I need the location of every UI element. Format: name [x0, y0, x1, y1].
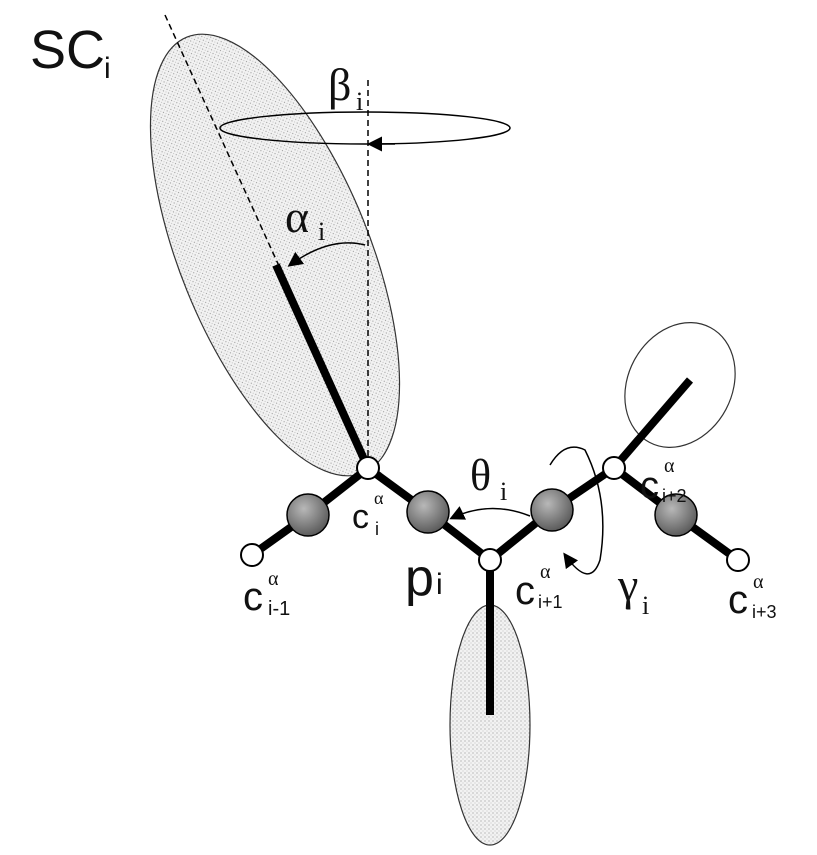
calpha-bead-i-minus-1 [240, 543, 264, 567]
label-beta: β i [328, 59, 363, 116]
svg-text:i: i [375, 519, 379, 539]
calpha-bead-i-plus-3 [726, 548, 750, 572]
beta-rotation-ellipse [219, 111, 511, 145]
svg-text:α: α [753, 571, 764, 593]
svg-text:c: c [515, 569, 535, 613]
theta-arc [449, 506, 531, 520]
label-gamma: γ i [617, 559, 649, 620]
calpha-bead-i-plus-1 [478, 548, 502, 572]
gamma-rotation-arrow [549, 446, 604, 575]
side-chain-ellipsoid-i-plus-2 [624, 322, 736, 448]
peptide-bead-i [406, 490, 450, 534]
svg-text:θ: θ [470, 451, 491, 500]
svg-text:α: α [540, 561, 551, 583]
svg-text:i+1: i+1 [538, 592, 563, 612]
label-theta: θ i [470, 451, 507, 506]
peptide-bead-i-plus-2 [654, 493, 698, 537]
label-calpha-i-plus-1: c α i+1 [515, 561, 563, 613]
calpha-bead-i [356, 456, 380, 480]
label-calpha-i: c α i [352, 488, 384, 539]
svg-text:γ: γ [617, 559, 638, 610]
svg-text:c: c [243, 575, 263, 619]
label-sc: SC i [30, 20, 111, 85]
svg-text:i+2: i+2 [662, 486, 687, 506]
svg-text:i: i [318, 217, 325, 246]
svg-text:i: i [104, 52, 111, 85]
svg-text:β: β [328, 59, 351, 110]
peptide-bead-i-minus-1 [286, 493, 330, 537]
svg-text:i-1: i-1 [268, 598, 290, 620]
svg-text:i: i [356, 87, 363, 116]
label-calpha-i-minus-1: c α i-1 [243, 568, 290, 620]
svg-text:i: i [436, 568, 443, 601]
svg-text:SC: SC [30, 20, 105, 80]
label-calpha-i-plus-3: c α i+3 [728, 571, 777, 622]
calpha-bead-i-plus-2 [602, 456, 626, 480]
svg-text:c: c [640, 465, 659, 507]
alpha-arc [287, 242, 366, 267]
svg-text:α: α [268, 568, 279, 590]
svg-text:i: i [500, 477, 507, 506]
side-chain-axis [164, 14, 369, 463]
svg-text:α: α [285, 191, 309, 242]
svg-text:c: c [728, 578, 748, 622]
svg-text:c: c [352, 498, 369, 536]
peptide-beads [286, 488, 698, 537]
calpha-beads [240, 456, 750, 572]
side-chain-bonds [272, 263, 694, 715]
svg-text:α: α [374, 488, 384, 508]
svg-text:α: α [664, 455, 675, 477]
label-alpha: α i [285, 191, 325, 246]
svg-text:i+3: i+3 [752, 602, 777, 622]
svg-text:i: i [642, 591, 649, 620]
svg-text:p: p [405, 549, 434, 607]
peptide-bead-i-plus-1 [530, 488, 574, 532]
side-chain-ellipsoid-i [149, 33, 401, 477]
label-calpha-i-plus-2: c α i+2 [640, 455, 687, 507]
label-p: p i [405, 549, 443, 607]
